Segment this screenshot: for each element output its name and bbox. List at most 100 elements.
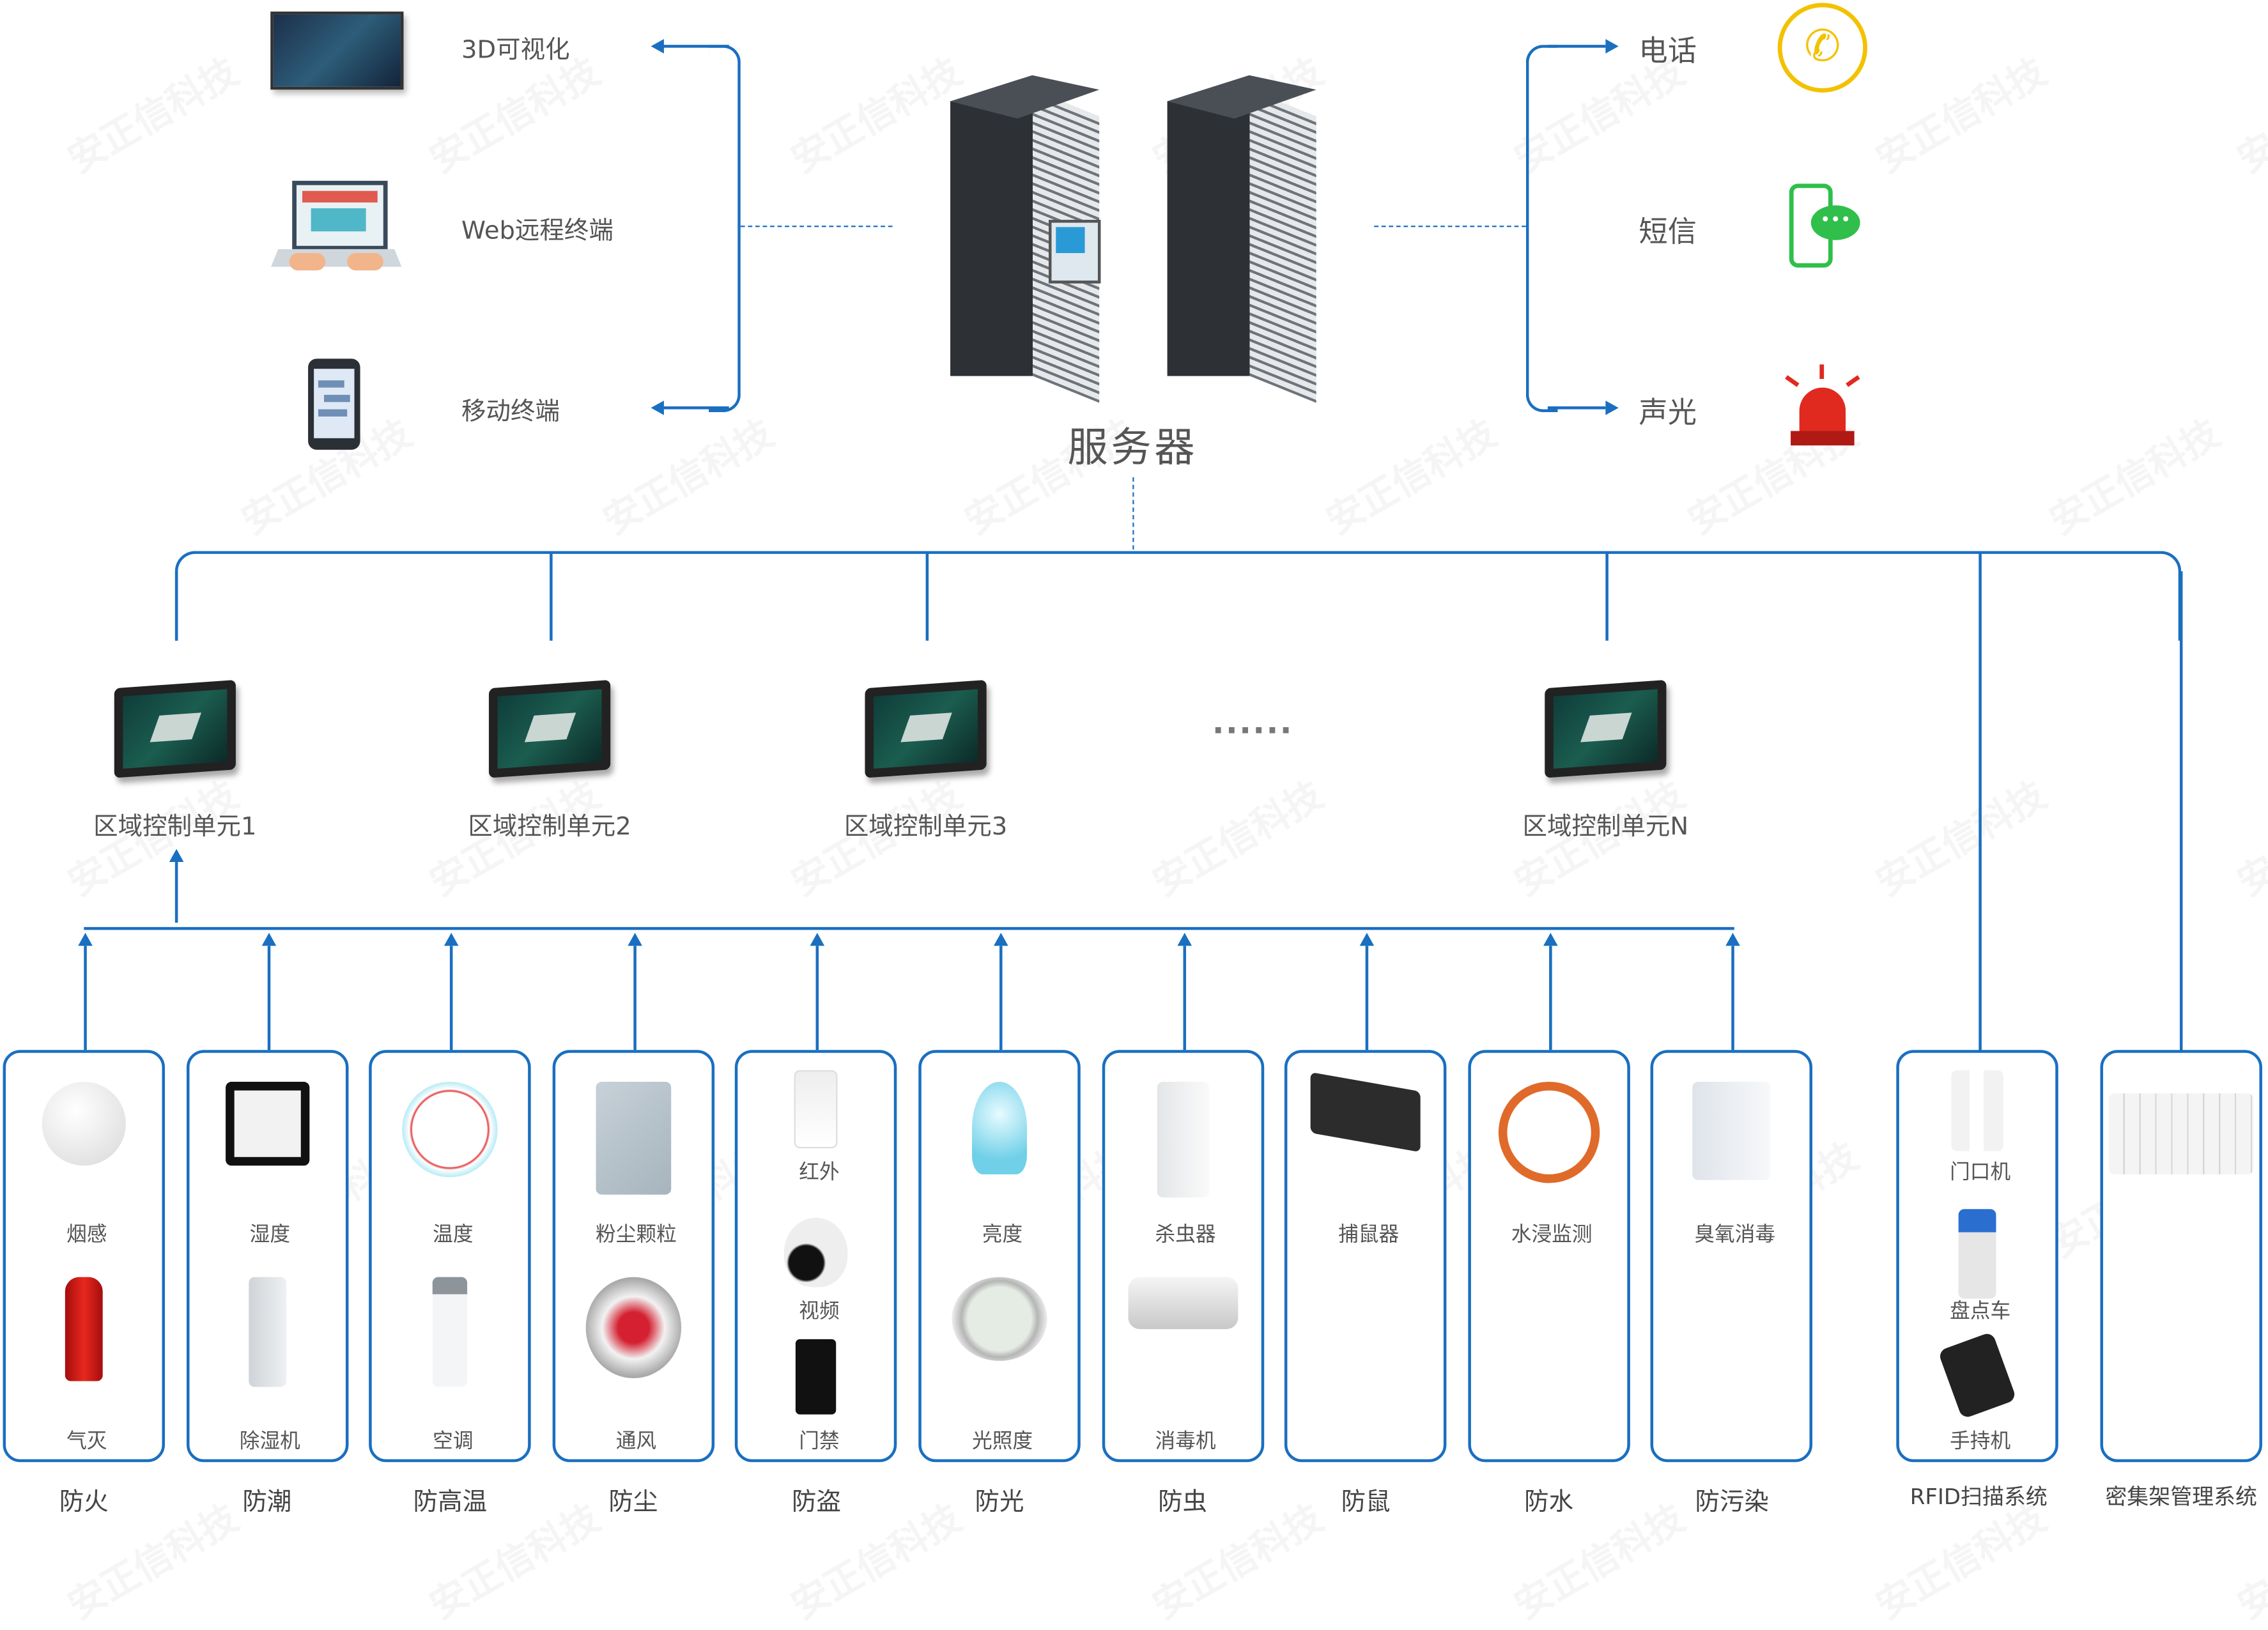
3d-dashboard-screen-icon [270,12,404,90]
control-unit-label: 区域控制单元2 [468,813,631,842]
client-label-web: Web远程终端 [461,217,613,246]
watermark: 安正信科技 [2231,50,2268,183]
connector-line [550,552,553,641]
ventilation-fan-icon [585,1277,681,1379]
connector-line [174,571,178,641]
dehumidifier-icon [248,1277,286,1387]
control-unit-label: 区域控制单元3 [844,813,1008,842]
client-label-3d: 3D可视化 [461,36,570,65]
watermark: 安正信科技 [596,412,782,544]
access-control-icon [796,1339,837,1415]
bracket-right [1525,45,1558,413]
connector-line [2179,571,2183,1052]
smoke-detector-icon [42,1082,126,1166]
device-label: 温度 [433,1223,474,1247]
connector-line [266,946,270,1050]
connector-line [1979,552,1982,1052]
device-label: 门口机 [1950,1161,2011,1185]
phone-call-icon: ✆ [1777,3,1868,93]
device-label: 门禁 [799,1430,840,1454]
connector-line [662,406,729,410]
category-label: 防尘 [608,1488,658,1518]
device-label: 湿度 [249,1223,291,1247]
watermark: 安正信科技 [1869,50,2055,183]
watermark: 安正信科技 [61,50,246,183]
device-label: 消毒机 [1155,1430,1216,1454]
device-label: 空调 [433,1430,474,1454]
server-label: 服务器 [1067,424,1198,472]
category-label: RFID扫描系统 [1909,1484,2048,1510]
control-panel-icon [489,679,611,778]
device-group-box: 捕鼠器 [1284,1050,1447,1463]
laptop-icon [271,180,402,272]
arrow-icon [993,932,1008,946]
connector-line [1547,406,1606,410]
category-label: 防光 [975,1488,1024,1518]
air-conditioner-icon [433,1277,468,1387]
inventory-cart-icon [1958,1209,1996,1299]
system-architecture-diagram: 安正信科技安正信科技安正信科技安正信科技安正信科技安正信科技安正信科技安正信科技… [3,3,2268,1518]
connector-line [1548,946,1552,1050]
handheld-scanner-icon [1938,1331,2017,1420]
bus-line [174,551,2182,641]
watermark: 安正信科技 [2231,774,2268,906]
device-label: 手持机 [1950,1430,2011,1454]
device-group-box: 粉尘颗粒通风 [552,1050,714,1463]
alert-label-phone: 电话 [1639,33,1697,68]
control-panel-icon [1545,679,1667,778]
arrow-icon [444,932,459,946]
shelving-system-box [2100,1050,2262,1463]
device-label: 臭氧消毒 [1694,1223,1776,1247]
watermark: 安正信科技 [1146,774,1331,906]
arrow-icon [1726,932,1741,946]
device-label: 捕鼠器 [1338,1223,1400,1247]
category-label: 密集架管理系统 [2105,1484,2258,1510]
connector-line [633,946,636,1050]
device-label: 视频 [799,1300,840,1324]
mobile-phone-icon [308,358,360,450]
arrow-icon [1605,39,1619,54]
device-label: 通风 [615,1430,657,1454]
arrow-icon [1543,932,1558,946]
ozone-generator-icon [1693,1082,1771,1180]
device-group-box: 湿度除湿机 [186,1050,348,1463]
device-label: 烟感 [66,1223,107,1247]
device-label: 水浸监测 [1511,1223,1593,1247]
connector-line [1547,45,1606,48]
category-label: 防盗 [791,1488,841,1518]
control-unit-label: 区域控制单元N [1522,813,1689,842]
arrow-icon [261,932,276,946]
watermark: 安正信科技 [1320,412,1505,544]
device-group-box: 烟感气灭 [3,1050,166,1463]
watermark: 安正信科技 [1869,774,2055,906]
light-bulb-icon [972,1082,1028,1174]
device-group-box: 亮度光照度 [918,1050,1081,1463]
connector-line [450,946,453,1050]
device-group-box: 温度空调 [369,1050,532,1463]
bracket-left [709,45,741,413]
camera-icon [784,1217,849,1288]
arrow-icon [651,39,664,54]
device-label: 粉尘颗粒 [596,1223,677,1247]
downlight-icon [952,1277,1047,1361]
control-panel-icon [865,679,987,778]
device-label: 盘点车 [1950,1300,2011,1324]
device-label: 杀虫器 [1155,1223,1216,1247]
device-label: 气灭 [66,1430,107,1454]
arrow-icon [627,932,642,946]
device-label: 除湿机 [239,1430,300,1454]
disinfection-machine-icon [1127,1277,1238,1330]
category-label: 防潮 [242,1488,292,1518]
sensor-bus-line [84,926,1734,930]
connector-line [999,946,1003,1050]
connector-line [1182,946,1186,1050]
control-unit-label: 区域控制单元1 [93,813,257,842]
arrow-icon [810,932,826,946]
dashed-connector [1132,477,1134,550]
category-label: 防高温 [413,1488,488,1518]
category-label: 防鼠 [1341,1488,1391,1518]
ellipsis: ...... [1212,705,1293,742]
dashed-connector [740,226,893,227]
arrow-icon [651,400,664,415]
connector-line [1366,946,1369,1050]
